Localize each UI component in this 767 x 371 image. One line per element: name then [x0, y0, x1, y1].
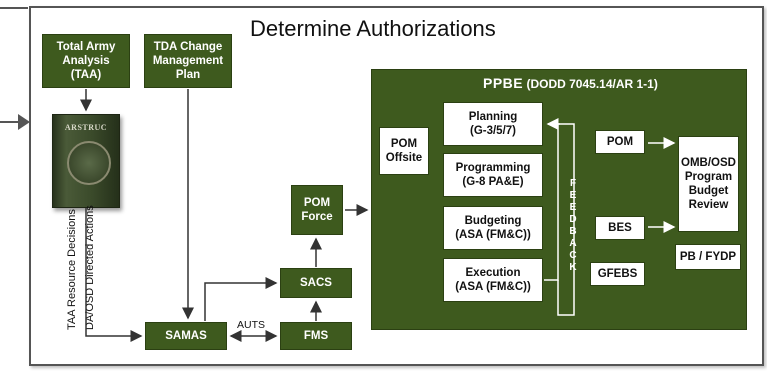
- book-seal-icon: [67, 141, 111, 185]
- feedback-label: F E E D B A C K: [566, 178, 580, 274]
- taa-box: Total Army Analysis (TAA): [42, 34, 130, 88]
- samas-box: SAMAS: [145, 322, 227, 350]
- review-box: OMB/OSD Program Budget Review: [678, 136, 739, 232]
- pom-offsite-box: POM Offsite: [379, 127, 429, 175]
- diagram-title: Determine Authorizations: [250, 16, 496, 41]
- planning-box: Planning (G-3/5/7): [443, 102, 543, 146]
- pb-fydp-box: PB / FYDP: [675, 244, 741, 270]
- sacs-box: SACS: [280, 268, 352, 298]
- ppbe-title: PPBE (DODD 7045.14/AR 1-1): [483, 75, 658, 91]
- book-label: ARSTRUC: [64, 123, 108, 132]
- bes-box: BES: [595, 216, 645, 240]
- gfebs-box: GFEBS: [590, 262, 645, 286]
- programming-box: Programming (G-8 PA&E): [443, 153, 543, 197]
- execution-box: Execution (ASA (FM&C)): [443, 258, 543, 302]
- pom-box: POM: [595, 130, 645, 154]
- budgeting-box: Budgeting (ASA (FM&C)): [443, 206, 543, 250]
- tda-box: TDA Change Management Plan: [144, 34, 232, 88]
- ppbe-title-ref: (DODD 7045.14/AR 1-1): [526, 77, 658, 91]
- feedback-text: F E E D B A C K: [569, 178, 577, 273]
- auts-label: AUTS: [237, 319, 266, 331]
- pom-force-box: POM Force: [291, 185, 343, 235]
- arstruc-book-image: ARSTRUC: [52, 114, 120, 208]
- fms-box: FMS: [280, 322, 352, 350]
- ppbe-title-main: PPBE: [483, 75, 524, 91]
